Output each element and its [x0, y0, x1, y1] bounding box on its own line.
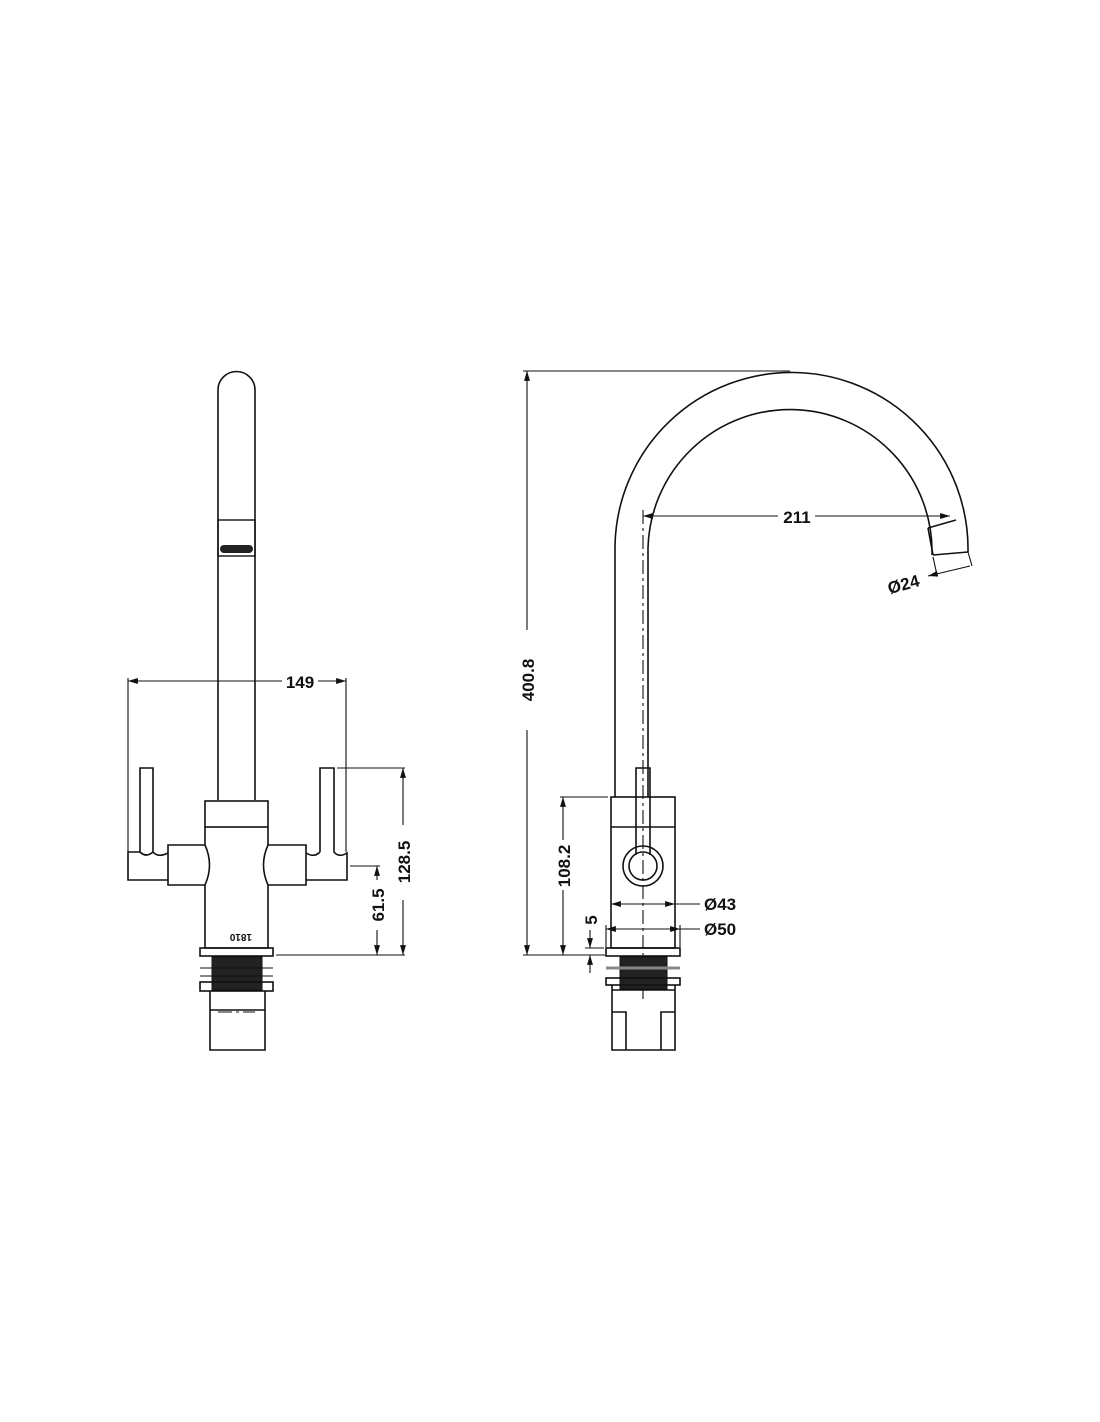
dim-spout-reach: 211: [783, 508, 810, 527]
side-flange: [605, 947, 681, 957]
dim-spout-diameter: Ø24: [886, 571, 922, 598]
brand-mark: 1810: [229, 931, 252, 942]
front-flange: [199, 947, 274, 957]
side-spout-outer: [614, 371, 969, 797]
dim-handle-span: 149: [286, 673, 314, 692]
side-spout-inner: [647, 408, 933, 797]
dim-arm-height: 61.5: [369, 888, 388, 921]
dim-body-height: 108.2: [555, 845, 574, 888]
side-lever-hub-inner: [628, 851, 658, 881]
front-body-cap: [204, 800, 269, 828]
aerator-ring: [220, 545, 253, 553]
dim-body-diameter: Ø43: [704, 895, 736, 914]
side-threads: [605, 956, 681, 990]
dim-flange-diameter: Ø50: [704, 920, 736, 939]
side-lever-hub-outer: [622, 845, 664, 887]
front-spout-aerator: [217, 519, 256, 557]
side-lever: [635, 767, 651, 855]
right-arm: [268, 844, 307, 886]
front-spout: [217, 370, 256, 800]
dim-total-height: 400.8: [519, 659, 538, 702]
side-connector: [611, 985, 676, 1051]
right-handle: [305, 767, 348, 881]
left-arm: [167, 844, 205, 886]
side-view: 400.8 211 Ø24 108.2 Ø43 Ø50 5: [519, 370, 973, 1051]
front-threads: [199, 956, 274, 992]
dim-handle-height: 128.5: [395, 841, 414, 884]
front-connector: [209, 991, 266, 1051]
left-handle: [127, 767, 169, 881]
dim-flange-thickness: 5: [582, 915, 601, 924]
front-view: 1810 149 128.5 61.5: [127, 370, 414, 1051]
side-spout-tip: [927, 519, 969, 556]
front-body: [204, 827, 269, 949]
